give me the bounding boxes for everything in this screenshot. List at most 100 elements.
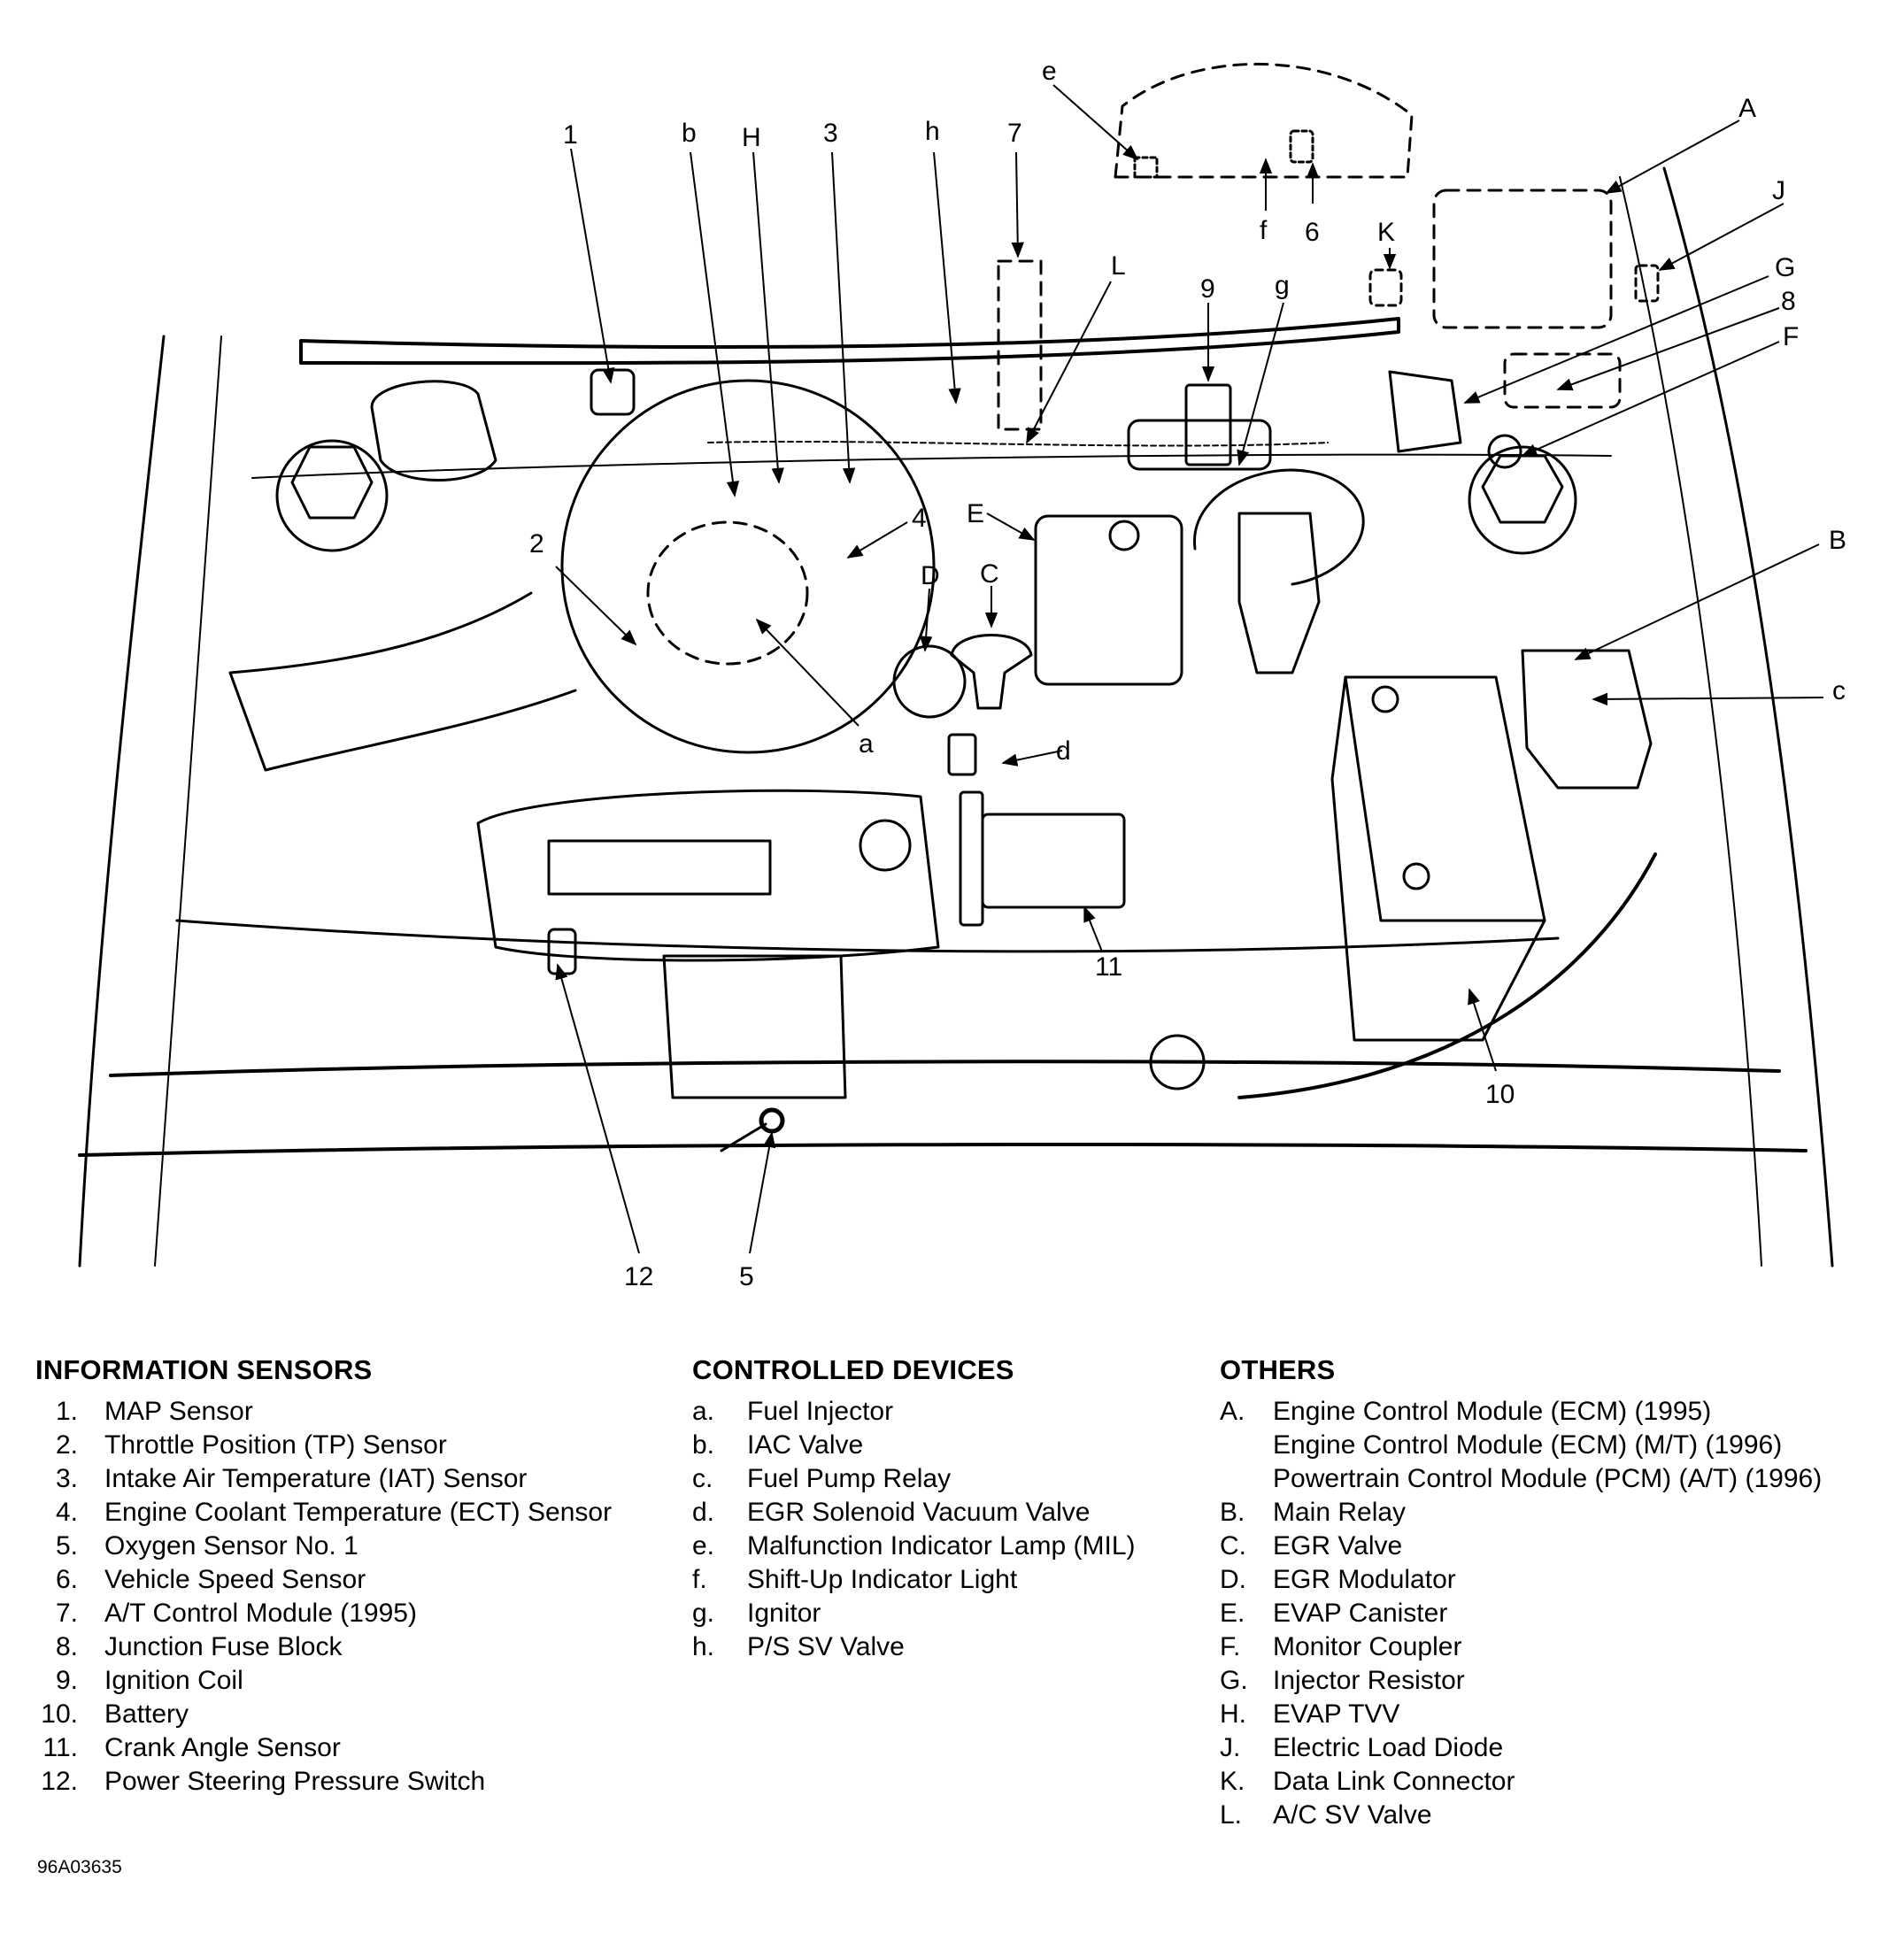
legend-item: 7.A/T Control Module (1995): [35, 1597, 612, 1630]
legend-item-label: Powertrain Control Module (PCM) (A/T) (1…: [1273, 1464, 1823, 1493]
right-strut-tower: [1468, 445, 1577, 555]
leader-e: [1052, 84, 1139, 161]
firewall-line: [251, 453, 1612, 479]
leader-b: [690, 151, 740, 497]
legend-item: E.EVAP Canister: [1220, 1597, 1822, 1630]
instrument-cluster-dashed: [1114, 63, 1414, 179]
legend-item: D. EGR Modulator: [1220, 1563, 1822, 1597]
legend-item: 3.Intake Air Temperature (IAT) Sensor: [35, 1462, 612, 1496]
battery-terminal-neg: [1402, 862, 1430, 890]
leader-10: [1468, 988, 1497, 1072]
legend-item: H.EVAP TVV: [1220, 1698, 1822, 1731]
legend-item-key: 8.: [55, 1632, 78, 1661]
distributor-flange: [959, 790, 984, 927]
map-sensor-body: [590, 368, 636, 416]
legend-item-label: Ignition Coil: [104, 1666, 243, 1695]
leader-12: [555, 963, 640, 1254]
legend-item-label: Shift-Up Indicator Light: [747, 1565, 1018, 1594]
legend-item-label: EGR Modulator: [1273, 1565, 1456, 1594]
leader-1: [570, 148, 615, 384]
legend-item-label: Engine Control Module (ECM) (M/T) (1996): [1273, 1430, 1783, 1460]
legend-item-key: 4.: [55, 1498, 78, 1527]
legend-item: 4. Engine Coolant Temperature (ECT) Senso…: [35, 1496, 612, 1530]
callout-10: 10: [1485, 1080, 1515, 1109]
diode-dashed: [1634, 264, 1660, 303]
legend-item: 6.Vehicle Speed Sensor: [35, 1563, 612, 1597]
legend-item: f.Shift-Up Indicator Light: [692, 1563, 1136, 1597]
legend-item-key: 1.: [55, 1397, 78, 1426]
callout-6: 6: [1305, 218, 1320, 247]
legend-item: C.EGR Valve: [1220, 1530, 1822, 1563]
legend-item-key: 6.: [55, 1565, 78, 1594]
legend-item-label: EVAP Canister: [1273, 1599, 1448, 1628]
callout-D: D: [921, 561, 940, 590]
leader-J: [1658, 203, 1785, 271]
legend-item-key: 12.: [41, 1767, 78, 1796]
callout-C: C: [980, 559, 999, 589]
legend-item-label: EGR Valve: [1273, 1531, 1403, 1561]
leader-B: [1574, 543, 1820, 660]
ignition-coil-shape: [1184, 383, 1232, 466]
legend-item: 9.Ignition Coil: [35, 1664, 612, 1698]
leader-3: [831, 151, 856, 484]
legend-item-label: Electric Load Diode: [1273, 1733, 1504, 1762]
legend-item: K.Data Link Connector: [1220, 1765, 1822, 1799]
legend-list-others: A. Engine Control Module (ECM) (1995) Engi…: [1220, 1395, 1822, 1832]
callout-1: 1: [563, 120, 578, 150]
legend-item-label: Malfunction Indicator Lamp (MIL): [747, 1531, 1136, 1561]
callout-d: d: [1056, 736, 1071, 766]
left-fender-inner: [154, 335, 222, 1267]
legend-item: b.IAC Valve: [692, 1429, 1136, 1462]
legend-item-label: MAP Sensor: [104, 1397, 253, 1426]
left-fender-outline: [78, 335, 166, 1268]
egr-valve-shape: [950, 634, 1033, 710]
legend-item: G.Injector Resistor: [1220, 1664, 1822, 1698]
callout-5: 5: [739, 1262, 754, 1291]
vss-dashed: [1289, 129, 1314, 164]
leader-g: [1237, 302, 1284, 466]
legend-item-key: 3.: [55, 1464, 78, 1493]
battery-shape: [1344, 675, 1546, 922]
legend-item-key: 10.: [41, 1699, 78, 1729]
legend-item-label: Main Relay: [1273, 1498, 1407, 1527]
legend-item-key: h.: [692, 1632, 715, 1661]
callout-e: e: [1042, 57, 1057, 86]
legend-title-devices: CONTROLLED DEVICES: [692, 1354, 1014, 1385]
legend-item-key: A.: [1220, 1397, 1245, 1426]
leader-a: [755, 618, 859, 727]
legend-item-label: Engine Control Module (ECM) (1995): [1273, 1397, 1712, 1426]
headlight-mount: [1149, 1034, 1206, 1090]
callout-L: L: [1111, 251, 1126, 281]
leader-A: [1605, 119, 1740, 194]
legend-title-sensors: INFORMATION SENSORS: [35, 1354, 373, 1385]
legend-item: h. P/S SV Valve: [692, 1630, 1136, 1664]
callout-9: 9: [1200, 274, 1215, 304]
legend-item-label: P/S SV Valve: [747, 1632, 905, 1661]
brake-booster: [1193, 468, 1365, 586]
callout-11: 11: [1095, 952, 1122, 982]
mil-lamp-dashed: [1133, 156, 1159, 179]
legend-item-key: D.: [1220, 1565, 1246, 1594]
at-module-dashed: [997, 259, 1043, 431]
legend-item-label: Junction Fuse Block: [104, 1632, 343, 1661]
air-intake-duct: [228, 591, 577, 772]
evap-canister-shape: [1034, 514, 1183, 686]
legend-item-key: a.: [692, 1397, 715, 1426]
oil-pan: [662, 954, 847, 1099]
evap-canister-cap: [1108, 520, 1140, 551]
leader-D: [919, 588, 933, 652]
callout-f: f: [1260, 216, 1268, 245]
legend-item-key: e.: [692, 1531, 715, 1561]
legend-item: 1. MAP Sensor: [35, 1395, 612, 1429]
legend-title-others: OTHERS: [1220, 1354, 1336, 1385]
callout-J: J: [1772, 176, 1785, 205]
callout-K: K: [1377, 218, 1395, 247]
cowl-bar: [299, 317, 1400, 366]
legend-item-key: K.: [1220, 1767, 1245, 1796]
legend-item-label: Engine Coolant Temperature (ECT) Sensor: [104, 1498, 613, 1527]
air-cleaner-housing: [560, 379, 936, 754]
legend-item-label: A/T Control Module (1995): [104, 1599, 417, 1628]
legend-item: d.EGR Solenoid Vacuum Valve: [692, 1496, 1136, 1530]
